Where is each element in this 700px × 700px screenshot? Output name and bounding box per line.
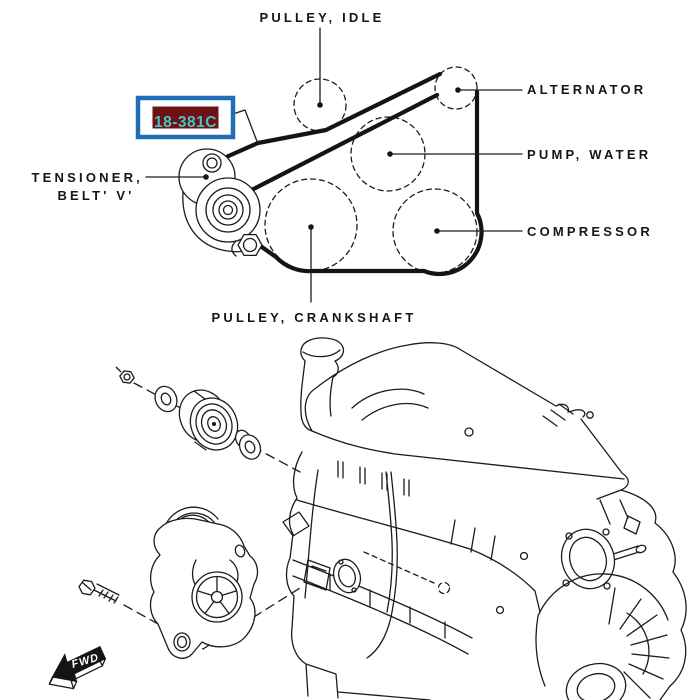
callout-background	[152, 106, 219, 129]
tensioner-pulley-ring3	[218, 200, 238, 220]
tensioner-pulley-hub	[222, 204, 234, 216]
label-tensioner-line1: TENSIONER,	[32, 170, 143, 185]
part-callout[interactable]: 18-381C	[135, 95, 259, 145]
leader-dot	[317, 102, 323, 108]
tensioner-arm-hole	[176, 635, 188, 649]
label-tensioner-line2: BELT' V'	[57, 188, 134, 203]
block-left-side	[282, 451, 496, 700]
tensioner-hex-bolt-inner	[242, 237, 258, 253]
crank-hub-inner	[576, 672, 616, 700]
leader-dot	[455, 87, 461, 93]
oil-filler-neck	[300, 337, 345, 432]
idler-pulley-center	[212, 422, 216, 426]
idler-bushing-flange	[238, 434, 262, 460]
leader-dot	[308, 224, 314, 230]
block-right-side	[469, 489, 687, 700]
label-pulley-idle: PULLEY, IDLE	[259, 10, 384, 25]
engine-block	[282, 337, 687, 700]
idler-pulley-groove1	[195, 403, 233, 445]
valve-cover	[304, 342, 629, 500]
crank-hub-outer	[565, 662, 627, 700]
flange-bolt-hole	[562, 579, 570, 587]
mount-flange-inner	[338, 564, 356, 588]
leader-dot	[387, 151, 393, 157]
pulley-circles	[264, 66, 478, 274]
engine-exploded-view: FWD	[48, 337, 687, 700]
idler-washer-hole	[160, 392, 172, 406]
stud-end	[635, 544, 647, 554]
tensioner-assembly-axis	[123, 587, 301, 650]
cover-sensor	[464, 427, 474, 437]
mount-flange-bolt	[338, 559, 344, 565]
fwd-arrow-face	[51, 646, 107, 683]
idler-pulley-hub	[207, 416, 221, 432]
tensioner-assembly	[178, 148, 263, 257]
block-dashed-circle	[437, 581, 451, 595]
belt-labels: PULLEY, IDLE ALTERNATOR PUMP, WATER COMP…	[32, 10, 653, 325]
idler-pulley-rim-lines	[193, 390, 207, 451]
tensioner-exploded	[78, 506, 301, 659]
flange-bolt-hole	[603, 582, 611, 590]
callout-leader	[232, 109, 259, 145]
mount-flange-outer	[332, 558, 362, 594]
idler-pulley-groove2	[200, 409, 228, 439]
label-pulley-crankshaft: PULLEY, CRANKSHAFT	[212, 310, 417, 325]
tensioner-wheel-spokes	[197, 576, 237, 615]
belt-path	[221, 71, 484, 277]
flange-bolt-hole	[565, 532, 573, 540]
tensioner-bolt-threads	[82, 582, 120, 604]
tensioner-ribbed-pulley	[162, 506, 219, 551]
mount-flange-bolt	[351, 587, 357, 593]
label-alternator: ALTERNATOR	[527, 82, 646, 97]
cover-bracket-nub	[586, 411, 594, 419]
idler-nut-inner	[123, 373, 131, 381]
tensioner-wheel-hub	[210, 590, 224, 604]
tensioner-tab-hole	[234, 544, 246, 558]
leader-dot	[203, 174, 209, 180]
label-pump-water: PUMP, WATER	[527, 147, 651, 162]
alternator-pulley-circle	[434, 66, 478, 110]
block-dashed-mark	[363, 551, 435, 584]
tensioner-top-bolt-inner	[206, 157, 218, 169]
block-bolt	[495, 605, 505, 615]
leader-dots	[203, 87, 461, 234]
tensioner-bolt	[78, 579, 96, 596]
leader-lines	[145, 27, 523, 303]
water-pump-flange-inner	[568, 536, 608, 582]
belt-diagram: PULLEY, IDLE ALTERNATOR PUMP, WATER COMP…	[32, 10, 653, 325]
flange-bolt-hole	[602, 528, 610, 536]
tensioner-top-bolt	[202, 153, 222, 173]
idler-pulley-exploded	[115, 366, 301, 473]
tensioner-hex-bolt	[237, 233, 263, 257]
tensioner-arm-boss	[173, 632, 191, 652]
timing-cover-wheel	[535, 573, 670, 699]
callout-part-number[interactable]: 18-381C	[154, 114, 217, 131]
label-compressor: COMPRESSOR	[527, 224, 653, 239]
fwd-arrow: FWD	[48, 646, 107, 690]
leader-dot	[434, 228, 440, 234]
idler-washer	[154, 385, 178, 413]
block-bolt	[519, 551, 529, 561]
idler-bushing-hole	[244, 440, 256, 454]
